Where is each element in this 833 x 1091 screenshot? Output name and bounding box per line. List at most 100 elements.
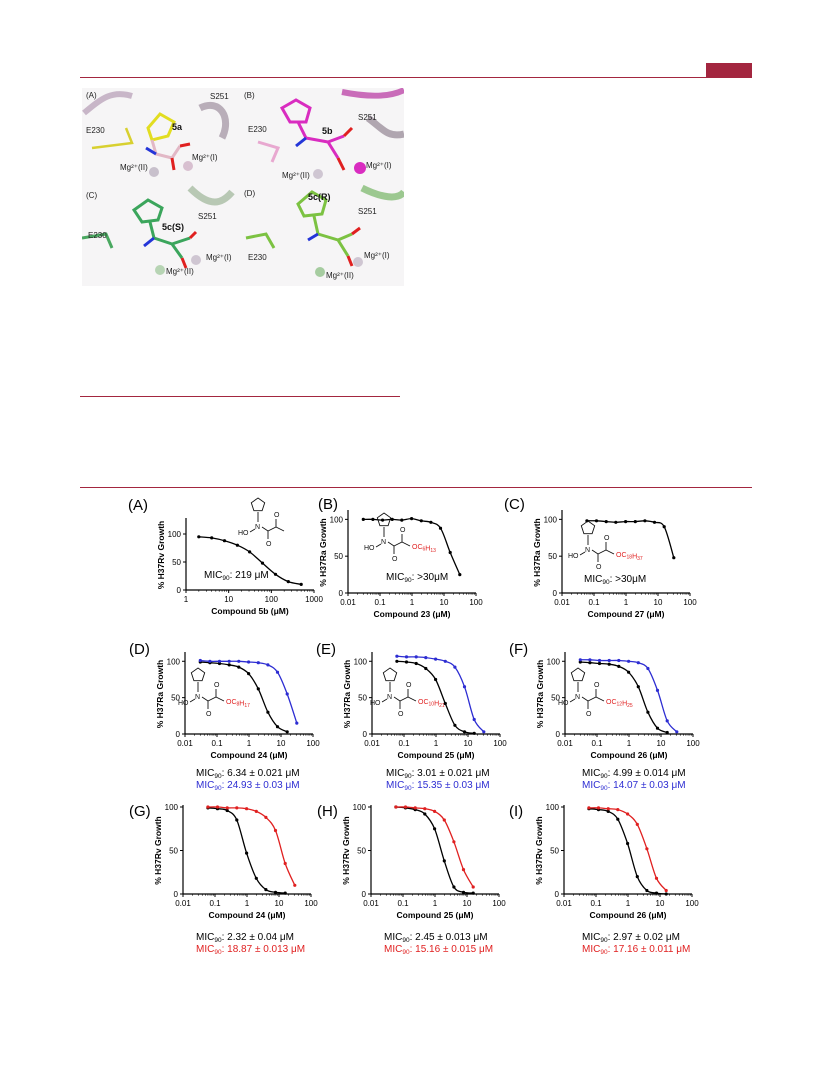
x-tick-label: 1: [245, 899, 250, 908]
hydroxyl-group: HO: [364, 545, 375, 552]
y-axis-label: % H37Rv Growth: [534, 816, 544, 885]
data-point: [665, 719, 669, 723]
data-point: [361, 517, 365, 522]
x-tick-label: 100: [304, 899, 318, 908]
data-point: [461, 890, 466, 894]
panel-d-residue-s251: S251: [358, 207, 377, 216]
series-line: [588, 807, 667, 891]
mic-prefix: MIC: [384, 944, 402, 955]
y-axis-label: % H37Rv Growth: [153, 816, 163, 885]
x-tick-label: 0.01: [557, 739, 573, 748]
panel-a-ligand: 5a: [172, 122, 183, 132]
ester-substituent-part: H: [632, 554, 637, 561]
x-tick-label: 0.1: [209, 899, 221, 908]
data-point: [390, 517, 394, 522]
y-axis-label: % H37Ra Growth: [155, 660, 165, 729]
mic-subscript: 90: [404, 773, 412, 780]
x-axis-label: Compound 26 (μM): [591, 750, 668, 760]
x-tick-label: 1: [627, 739, 632, 748]
mic-subscript: 90: [600, 937, 608, 944]
x-tick-label: 10: [656, 899, 665, 908]
panel-d-mg1: Mg²⁺(I): [364, 251, 390, 260]
x-tick-label: 10: [440, 598, 449, 607]
panel-c-residue-e230: E230: [88, 231, 107, 240]
data-point: [655, 688, 660, 693]
panel-b-label: (B): [244, 91, 255, 100]
data-point: [293, 883, 297, 887]
ester-substituent-part: H: [425, 546, 430, 553]
data-point: [448, 550, 452, 555]
data-point: [453, 665, 457, 669]
x-tick-label: 1000: [305, 595, 323, 604]
bond-n-oh: [569, 698, 576, 703]
x-tick-label: 10: [224, 595, 233, 604]
y-tick-label: 0: [177, 586, 182, 595]
data-point: [594, 519, 599, 523]
cyclopentyl-ring: [190, 667, 206, 682]
x-tick-label: 0.01: [554, 598, 570, 607]
mic-value: MIC90: 4.99 ± 0.014 μM: [582, 768, 686, 780]
data-point: [403, 805, 408, 809]
data-point: [266, 710, 270, 714]
data-point: [607, 658, 611, 663]
data-point: [624, 520, 628, 524]
panel-label: (B): [318, 496, 338, 513]
x-tick-label: 100: [306, 739, 320, 748]
ester-substituent: OC6H13: [412, 544, 436, 554]
data-point: [419, 519, 423, 523]
y-tick-label: 100: [544, 515, 558, 524]
cyclopentyl-ring: [382, 667, 398, 682]
data-point: [643, 519, 647, 523]
x-tick-label: 0.1: [211, 739, 223, 748]
data-point: [578, 658, 582, 662]
x-tick-label: 100: [492, 899, 506, 908]
data-point: [433, 827, 437, 831]
x-axis-label: Compound 25 (μM): [397, 910, 474, 920]
data-point: [627, 659, 631, 663]
y-tick-label: 50: [169, 847, 178, 856]
y-tick-label: 50: [334, 552, 343, 561]
data-point: [217, 659, 222, 663]
y-tick-label: 100: [354, 657, 368, 666]
ester-substituent-part: 8: [237, 702, 240, 708]
x-tick-label: 1: [624, 598, 629, 607]
cyclopentyl-ring: [250, 497, 266, 512]
data-point: [616, 817, 620, 821]
data-point: [256, 687, 260, 691]
mic-value: MIC90: 15.35 ± 0.03 μM: [386, 780, 490, 792]
bond-n-oh: [189, 698, 196, 703]
data-point: [654, 891, 659, 895]
data-point: [627, 670, 631, 674]
data-point: [208, 659, 212, 663]
data-point: [442, 818, 446, 822]
ester-substituent-part: OC: [616, 552, 627, 559]
data-point: [295, 721, 299, 725]
y-tick-label: 0: [553, 589, 558, 598]
oxalyl-chain: [581, 696, 605, 702]
y-tick-label: 50: [172, 558, 181, 567]
data-point: [626, 841, 630, 846]
data-point: [452, 885, 456, 889]
y-tick-label: 0: [362, 890, 367, 899]
ester-substituent-part: OC: [418, 699, 429, 706]
data-point: [636, 685, 640, 689]
data-point: [482, 730, 486, 734]
data-point: [604, 520, 608, 524]
series-line: [588, 808, 667, 895]
mic-value: MIC90: 24.93 ± 0.03 μM: [196, 780, 300, 792]
data-point: [472, 731, 476, 735]
mic-prefix: MIC: [196, 932, 214, 943]
data-point: [395, 659, 399, 663]
data-point: [210, 536, 214, 540]
panel-d-label: (D): [244, 189, 255, 198]
data-point: [217, 661, 222, 666]
hydroxyl-group: HO: [238, 530, 249, 537]
series-line: [207, 806, 296, 886]
data-point: [664, 888, 668, 893]
data-point: [413, 806, 417, 810]
structure-panel-d: (D) 5c(R) S251 E230 Mg²⁺(I) Mg²⁺(II): [244, 184, 404, 280]
data-point: [652, 520, 657, 524]
mic-value: MIC90: >30μM: [584, 574, 646, 586]
hydroxyl-group: HO: [558, 700, 569, 707]
